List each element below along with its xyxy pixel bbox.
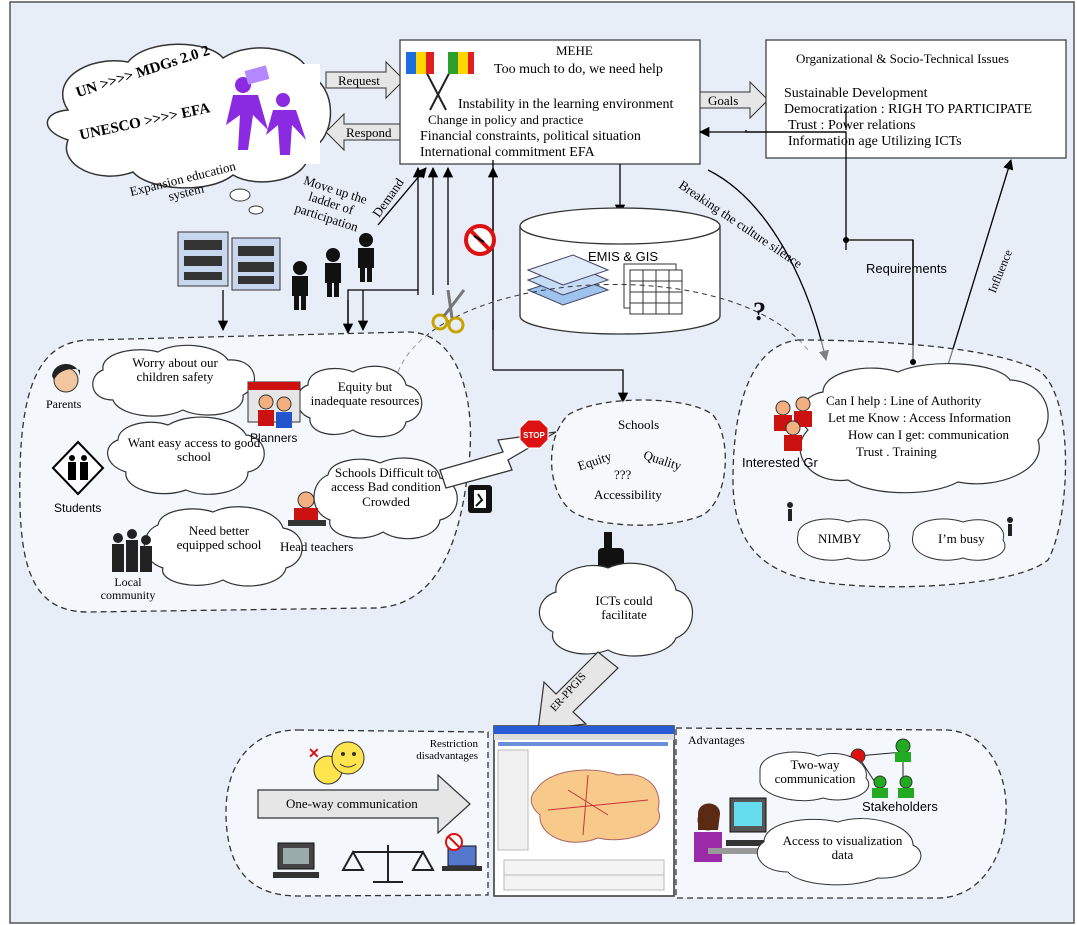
- mehe-line5: International commitment EFA: [420, 145, 595, 160]
- interested-label: Interested Gr: [742, 455, 818, 470]
- schools-unknown: ???: [614, 467, 632, 482]
- scissors-icon: [431, 289, 466, 334]
- parent-face-icon: [52, 364, 80, 393]
- small-person-icons: [787, 502, 1013, 536]
- planners-icon: [247, 381, 301, 428]
- org-title: Organizational & Socio-Technical Issues: [796, 51, 1009, 66]
- mehe-line3: Change in policy and practice: [428, 112, 584, 127]
- question-mark-icon: ?: [753, 297, 766, 326]
- school-building-icon: [177, 231, 281, 291]
- scale-icon: [341, 845, 435, 883]
- svg-text:STOP: STOP: [523, 431, 545, 440]
- community-icon: [112, 529, 152, 572]
- parents-label: Parents: [46, 397, 82, 411]
- database-icon: [519, 207, 721, 335]
- junction-dot: [910, 359, 916, 365]
- requirements-dot: [843, 237, 849, 243]
- icts-cloud-shape: [538, 562, 693, 657]
- org-issues-box: [765, 39, 1067, 159]
- two-way-cloud-shape: [759, 751, 870, 802]
- nimby-cloud-shape: [797, 518, 891, 561]
- schools-accessibility: Accessibility: [594, 487, 662, 502]
- community-label: Local community: [100, 575, 156, 603]
- right-line1: Can I help : Line of Authority: [826, 393, 982, 408]
- diagram-canvas: STOP ? ✕: [9, 1, 1075, 924]
- two-way-text: Two-way communication: [774, 757, 856, 787]
- teachers-cloud-text: Schools Difficult to access Bad conditio…: [331, 465, 441, 509]
- mehe-line1: Too much to do, we need help: [494, 62, 663, 77]
- emis-label: EMIS & GIS: [588, 249, 659, 264]
- org-line4: Information age Utilizing ICTs: [788, 134, 962, 149]
- community-cloud-text: Need better equipped school: [176, 523, 262, 553]
- network-icon: [850, 738, 914, 798]
- stop-sign-icon: STOP: [519, 419, 549, 449]
- right-cloud-shape: [799, 362, 1049, 494]
- laptop-icon: [442, 833, 482, 871]
- demand-arrows: [217, 110, 1014, 404]
- left-clouds: [92, 344, 458, 587]
- goals-label: Goals: [708, 93, 739, 108]
- svg-text:✕: ✕: [308, 745, 320, 761]
- mehe-line2: Instability in the learning environment: [458, 97, 674, 112]
- no-entry-icon: [464, 224, 496, 256]
- stakeholders-label: Stakeholders: [862, 799, 938, 814]
- right-line2: Let me Know : Access Information: [828, 410, 1012, 425]
- mehe-line4: Financial constraints, political situati…: [420, 129, 641, 144]
- org-line2: Democratization : RIGH TO PARTICIPATE: [784, 102, 1033, 117]
- people-icon: [292, 233, 374, 310]
- right-line3: How can I get: communication: [848, 427, 1010, 442]
- one-way-label: One-way communication: [286, 796, 418, 811]
- busy-text: I’m busy: [938, 531, 985, 546]
- one-way-arrow: [257, 773, 471, 835]
- right-line4: Trust . Training: [856, 444, 937, 459]
- students-cloud-text: Want easy access to good school: [127, 435, 261, 465]
- smiley-icon: ✕: [308, 741, 365, 785]
- computer-user-icon: [694, 797, 778, 862]
- interested-group-icon: [774, 396, 812, 451]
- flags-icon: [406, 52, 474, 111]
- org-line3: Trust : Power relations: [788, 118, 916, 133]
- exit-icon: [468, 485, 492, 513]
- request-arrow: [325, 60, 405, 100]
- advantages-label: Advantages: [688, 733, 745, 747]
- diagram-frame: STOP ? ✕: [8, 0, 1077, 925]
- head-teachers-label: Head teachers: [280, 539, 354, 554]
- restriction-label: Restriction disadvantages: [416, 738, 478, 763]
- access-cloud-shape: [756, 818, 922, 886]
- icts-cloud-text: ICTs could facilitate: [595, 593, 653, 623]
- schools-shape: [550, 399, 726, 526]
- computer-icon: [273, 842, 319, 878]
- parents-cloud-text: Worry about our children safety: [132, 355, 218, 385]
- access-text: Access to visualization data: [782, 833, 903, 863]
- respond-arrow: [325, 112, 405, 152]
- respond-label: Respond: [346, 125, 392, 140]
- requirements-label: Requirements: [866, 261, 947, 276]
- goals-arrow: [699, 80, 769, 120]
- students-crossing-icon: [51, 440, 105, 496]
- request-label: Request: [338, 73, 380, 88]
- planners-cloud-text: Equity but inadequate resources: [310, 379, 420, 409]
- nimby-text: NIMBY: [818, 531, 862, 546]
- schools-title: Schools: [618, 417, 660, 432]
- people-logo-icon: [220, 64, 320, 164]
- mehe-title: MEHE: [556, 43, 593, 58]
- org-line1: Sustainable Development: [784, 86, 928, 101]
- busy-cloud-shape: [912, 518, 1006, 561]
- dashed-arc: [397, 283, 809, 373]
- teacher-icon: [288, 491, 326, 526]
- students-label: Students: [54, 501, 102, 515]
- screenshot-map-icon: [493, 725, 675, 897]
- planners-label: Planners: [250, 431, 298, 445]
